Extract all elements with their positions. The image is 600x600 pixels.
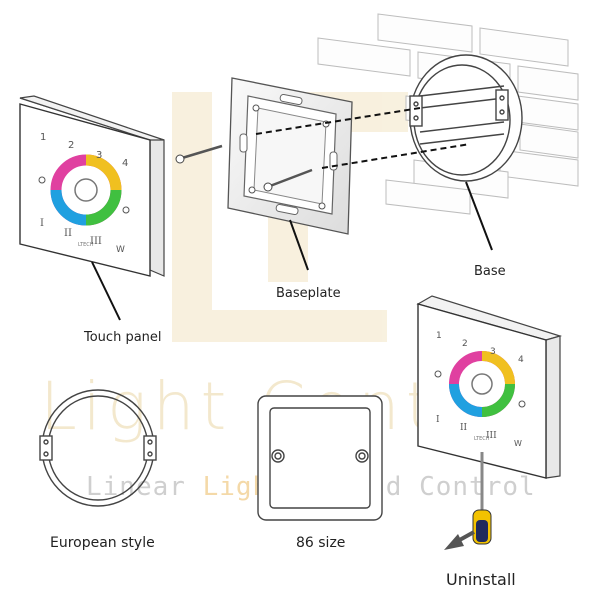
- uninstall-panel: 1 2 3 4 I II III W LTECH: [416, 295, 563, 479]
- baseplate-leader: [289, 219, 309, 271]
- uninstall-zone-2: II: [460, 423, 468, 433]
- panel-w-label: W: [116, 245, 125, 255]
- screwdriver: [472, 452, 492, 545]
- label-86-size: 86 size: [296, 535, 346, 551]
- svg-text:1: 1: [40, 132, 46, 143]
- svg-text:2: 2: [462, 339, 468, 349]
- label-baseplate: Baseplate: [276, 286, 341, 301]
- base-box: [409, 54, 523, 182]
- svg-text:4: 4: [122, 158, 128, 169]
- uninstall-w-label: W: [514, 439, 522, 448]
- svg-text:2: 2: [68, 140, 74, 151]
- label-uninstall: Uninstall: [446, 570, 516, 589]
- label-base: Base: [474, 264, 506, 279]
- uninstall-zone-1: I: [436, 415, 440, 425]
- european-style-box: [39, 389, 157, 507]
- touch-panel: 1 2 3 4 I II III W LTECH: [19, 95, 165, 277]
- label-european-style: European style: [50, 535, 155, 551]
- uninstall-brand: LTECH: [474, 436, 490, 442]
- touch-panel-leader: [91, 261, 121, 321]
- panel-brand: LTECH: [78, 242, 94, 248]
- uninstall-zone-3: III: [486, 431, 497, 441]
- baseplate: [227, 77, 353, 235]
- uninstall-arrow: [444, 530, 475, 550]
- base-leader: [465, 181, 493, 251]
- svg-text:4: 4: [518, 355, 524, 365]
- panel-zone-2: II: [64, 228, 72, 239]
- svg-text:1: 1: [436, 331, 442, 341]
- svg-text:3: 3: [490, 347, 496, 357]
- panel-zone-1: I: [40, 218, 44, 229]
- size-86-box: [257, 395, 383, 521]
- label-touch-panel: Touch panel: [84, 330, 162, 345]
- svg-text:3: 3: [96, 150, 102, 161]
- screw: [175, 144, 223, 164]
- panel-zone-3: III: [90, 236, 102, 247]
- alignment-dashes: [255, 107, 471, 169]
